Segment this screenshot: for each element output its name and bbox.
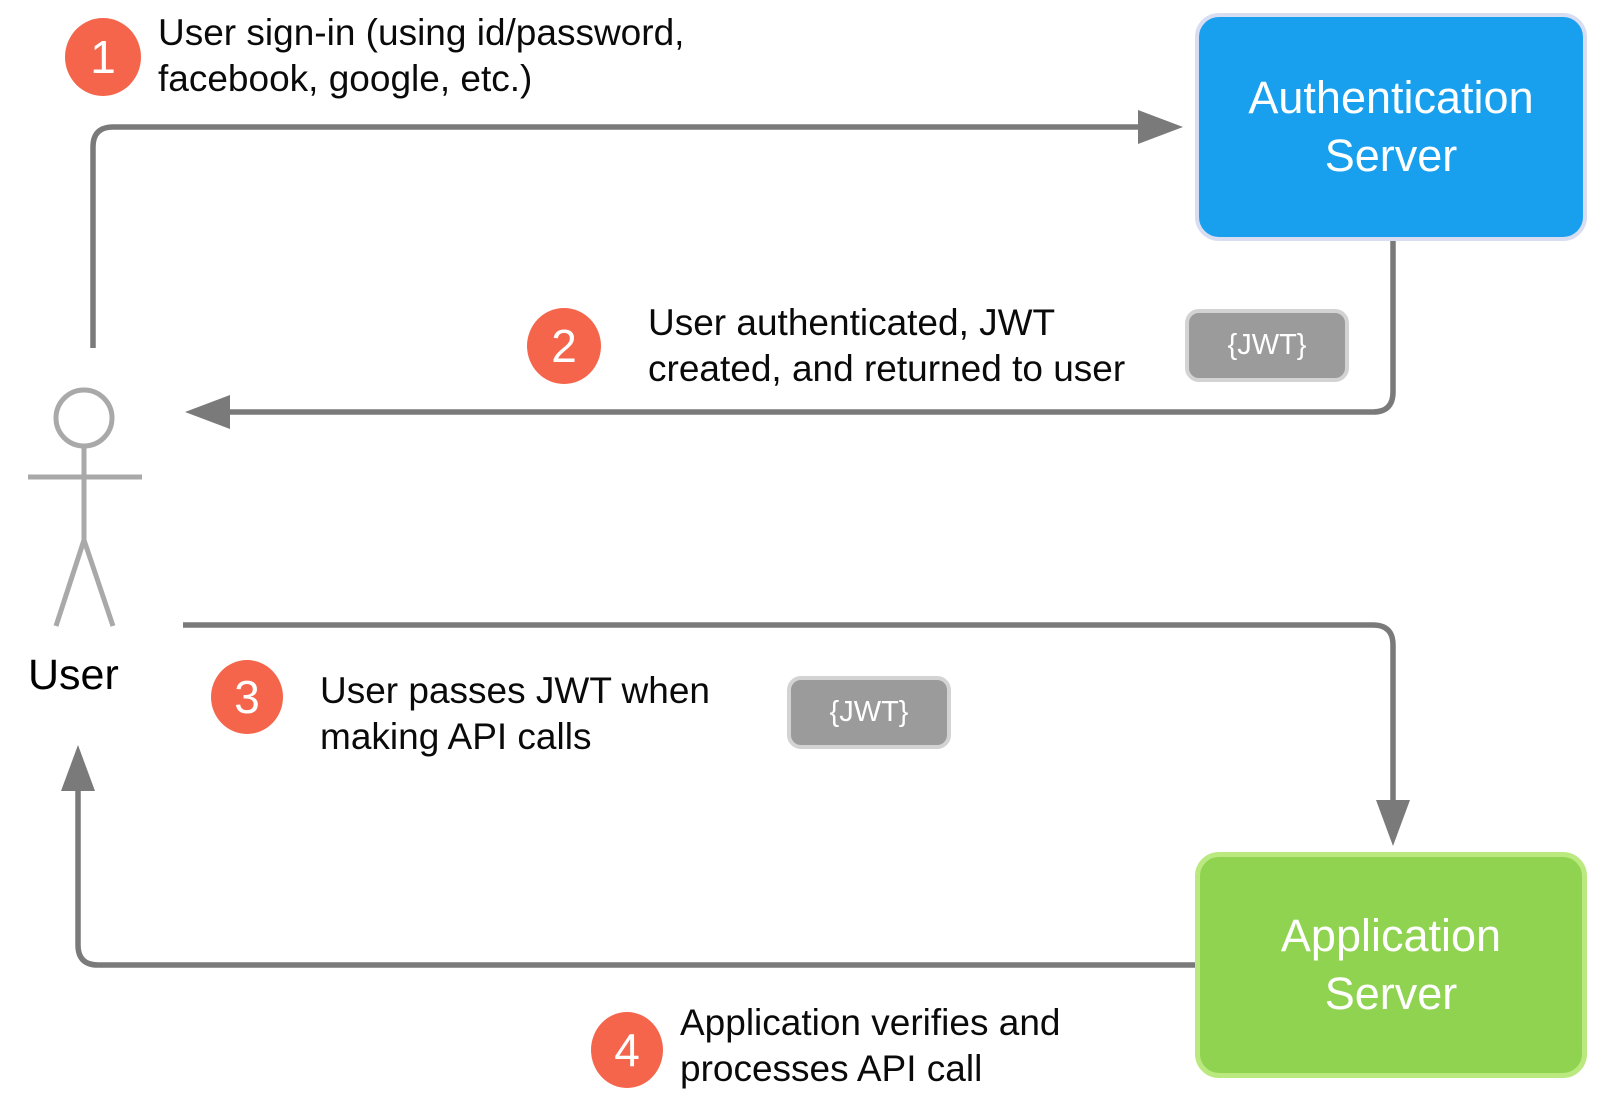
step1-arrowhead-icon [1138,110,1183,144]
step-2-label-line2: created, and returned to user [648,348,1126,389]
step-4-label: Application verifies and processes API c… [680,1000,1061,1092]
step-2-label: User authenticated, JWT created, and ret… [648,300,1125,392]
authentication-server-box: Authentication Server [1195,13,1587,241]
authentication-server-label: Authentication Server [1248,72,1534,181]
step-1-badge: 1 [65,18,141,96]
jwt-token-badge-step3-label: {JWT} [829,696,909,728]
step-2-label-line1: User authenticated, JWT [648,302,1056,343]
step-4-label-line1: Application verifies and [680,1002,1061,1043]
jwt-token-badge-step3: {JWT} [787,676,951,749]
jwt-token-badge-step2: {JWT} [1185,309,1349,382]
step-2-number: 2 [551,320,577,372]
application-server-box: Application Server [1195,852,1587,1078]
step-4-badge: 4 [591,1012,663,1088]
step-3-badge: 3 [211,660,283,734]
user-stick-figure-icon [28,387,142,627]
step-1-label: User sign-in (using id/password, faceboo… [158,10,684,102]
step1-arrow [90,110,1183,348]
step-1-number: 1 [90,31,116,83]
user-actor-label: User [28,651,119,699]
step-3-number: 3 [234,671,260,723]
step3-arrow [183,622,1410,846]
jwt-token-badge-step2-label: {JWT} [1227,329,1307,361]
step-3-label-line1: User passes JWT when [320,670,710,711]
step-3-label-line2: making API calls [320,716,592,757]
step-4-label-line2: processes API call [680,1048,983,1089]
step4-arrowhead-icon [61,745,95,791]
step-1-label-line1: User sign-in (using id/password, [158,12,685,53]
application-server-label: Application Server [1280,910,1502,1019]
step2-arrowhead-icon [185,395,230,429]
step4-arrow [61,745,1195,968]
step3-arrowhead-icon [1376,800,1410,846]
step-4-number: 4 [614,1024,640,1076]
step-2-badge: 2 [527,308,601,384]
step2-arrow [185,241,1396,429]
step-1-label-line2: facebook, google, etc.) [158,58,533,99]
step-3-label: User passes JWT when making API calls [320,668,710,760]
